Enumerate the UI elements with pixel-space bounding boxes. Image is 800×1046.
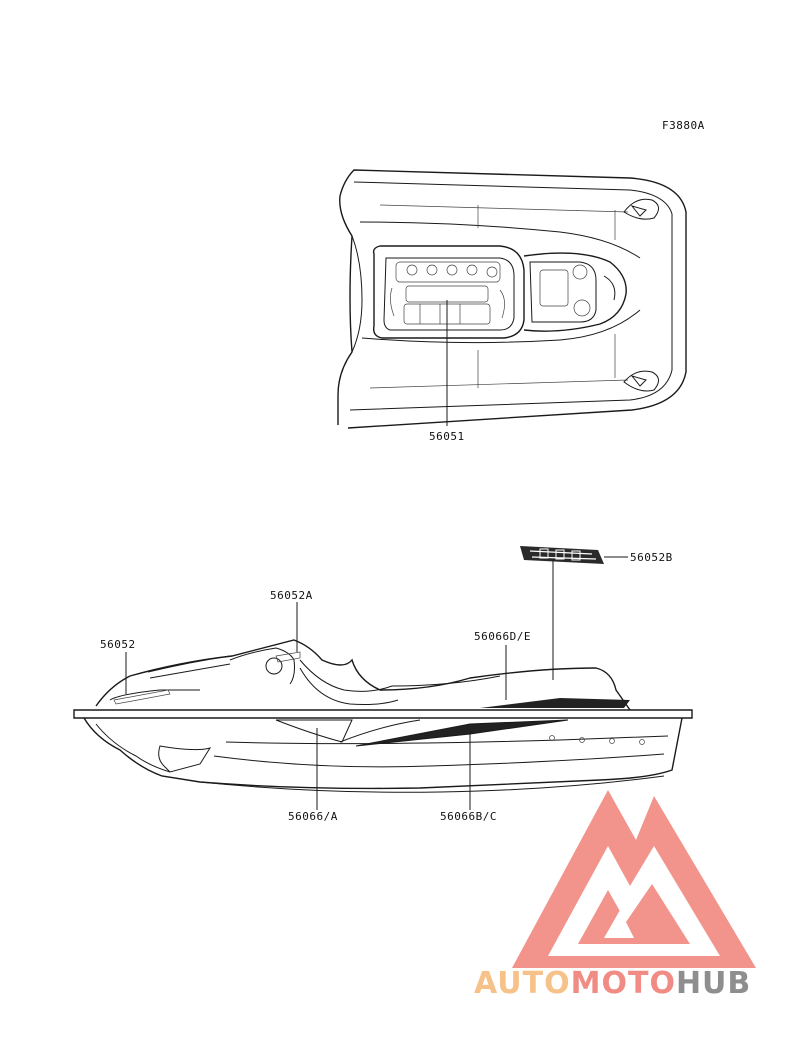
watermark-word-auto: AUTO xyxy=(474,966,571,1001)
label-56066D-E: 56066D/E xyxy=(474,630,531,643)
watermark-word-hub: HUB xyxy=(676,966,751,1001)
label-56051: 56051 xyxy=(429,430,465,443)
top-view-craft xyxy=(337,169,687,429)
side-view-craft xyxy=(73,546,693,810)
watermark-text: AUTOMOTOHUB xyxy=(474,966,751,1001)
label-56052B: 56052B xyxy=(630,551,673,564)
label-56066B-C: 56066B/C xyxy=(440,810,497,823)
watermark-logo xyxy=(512,790,756,968)
label-56066-A: 56066/A xyxy=(288,810,338,823)
label-56052A: 56052A xyxy=(270,589,313,602)
watermark-word-moto: MOTO xyxy=(571,966,676,1001)
label-56052: 56052 xyxy=(100,638,136,651)
logo-decal-patch xyxy=(520,546,604,564)
figure-code: F3880A xyxy=(662,119,705,132)
